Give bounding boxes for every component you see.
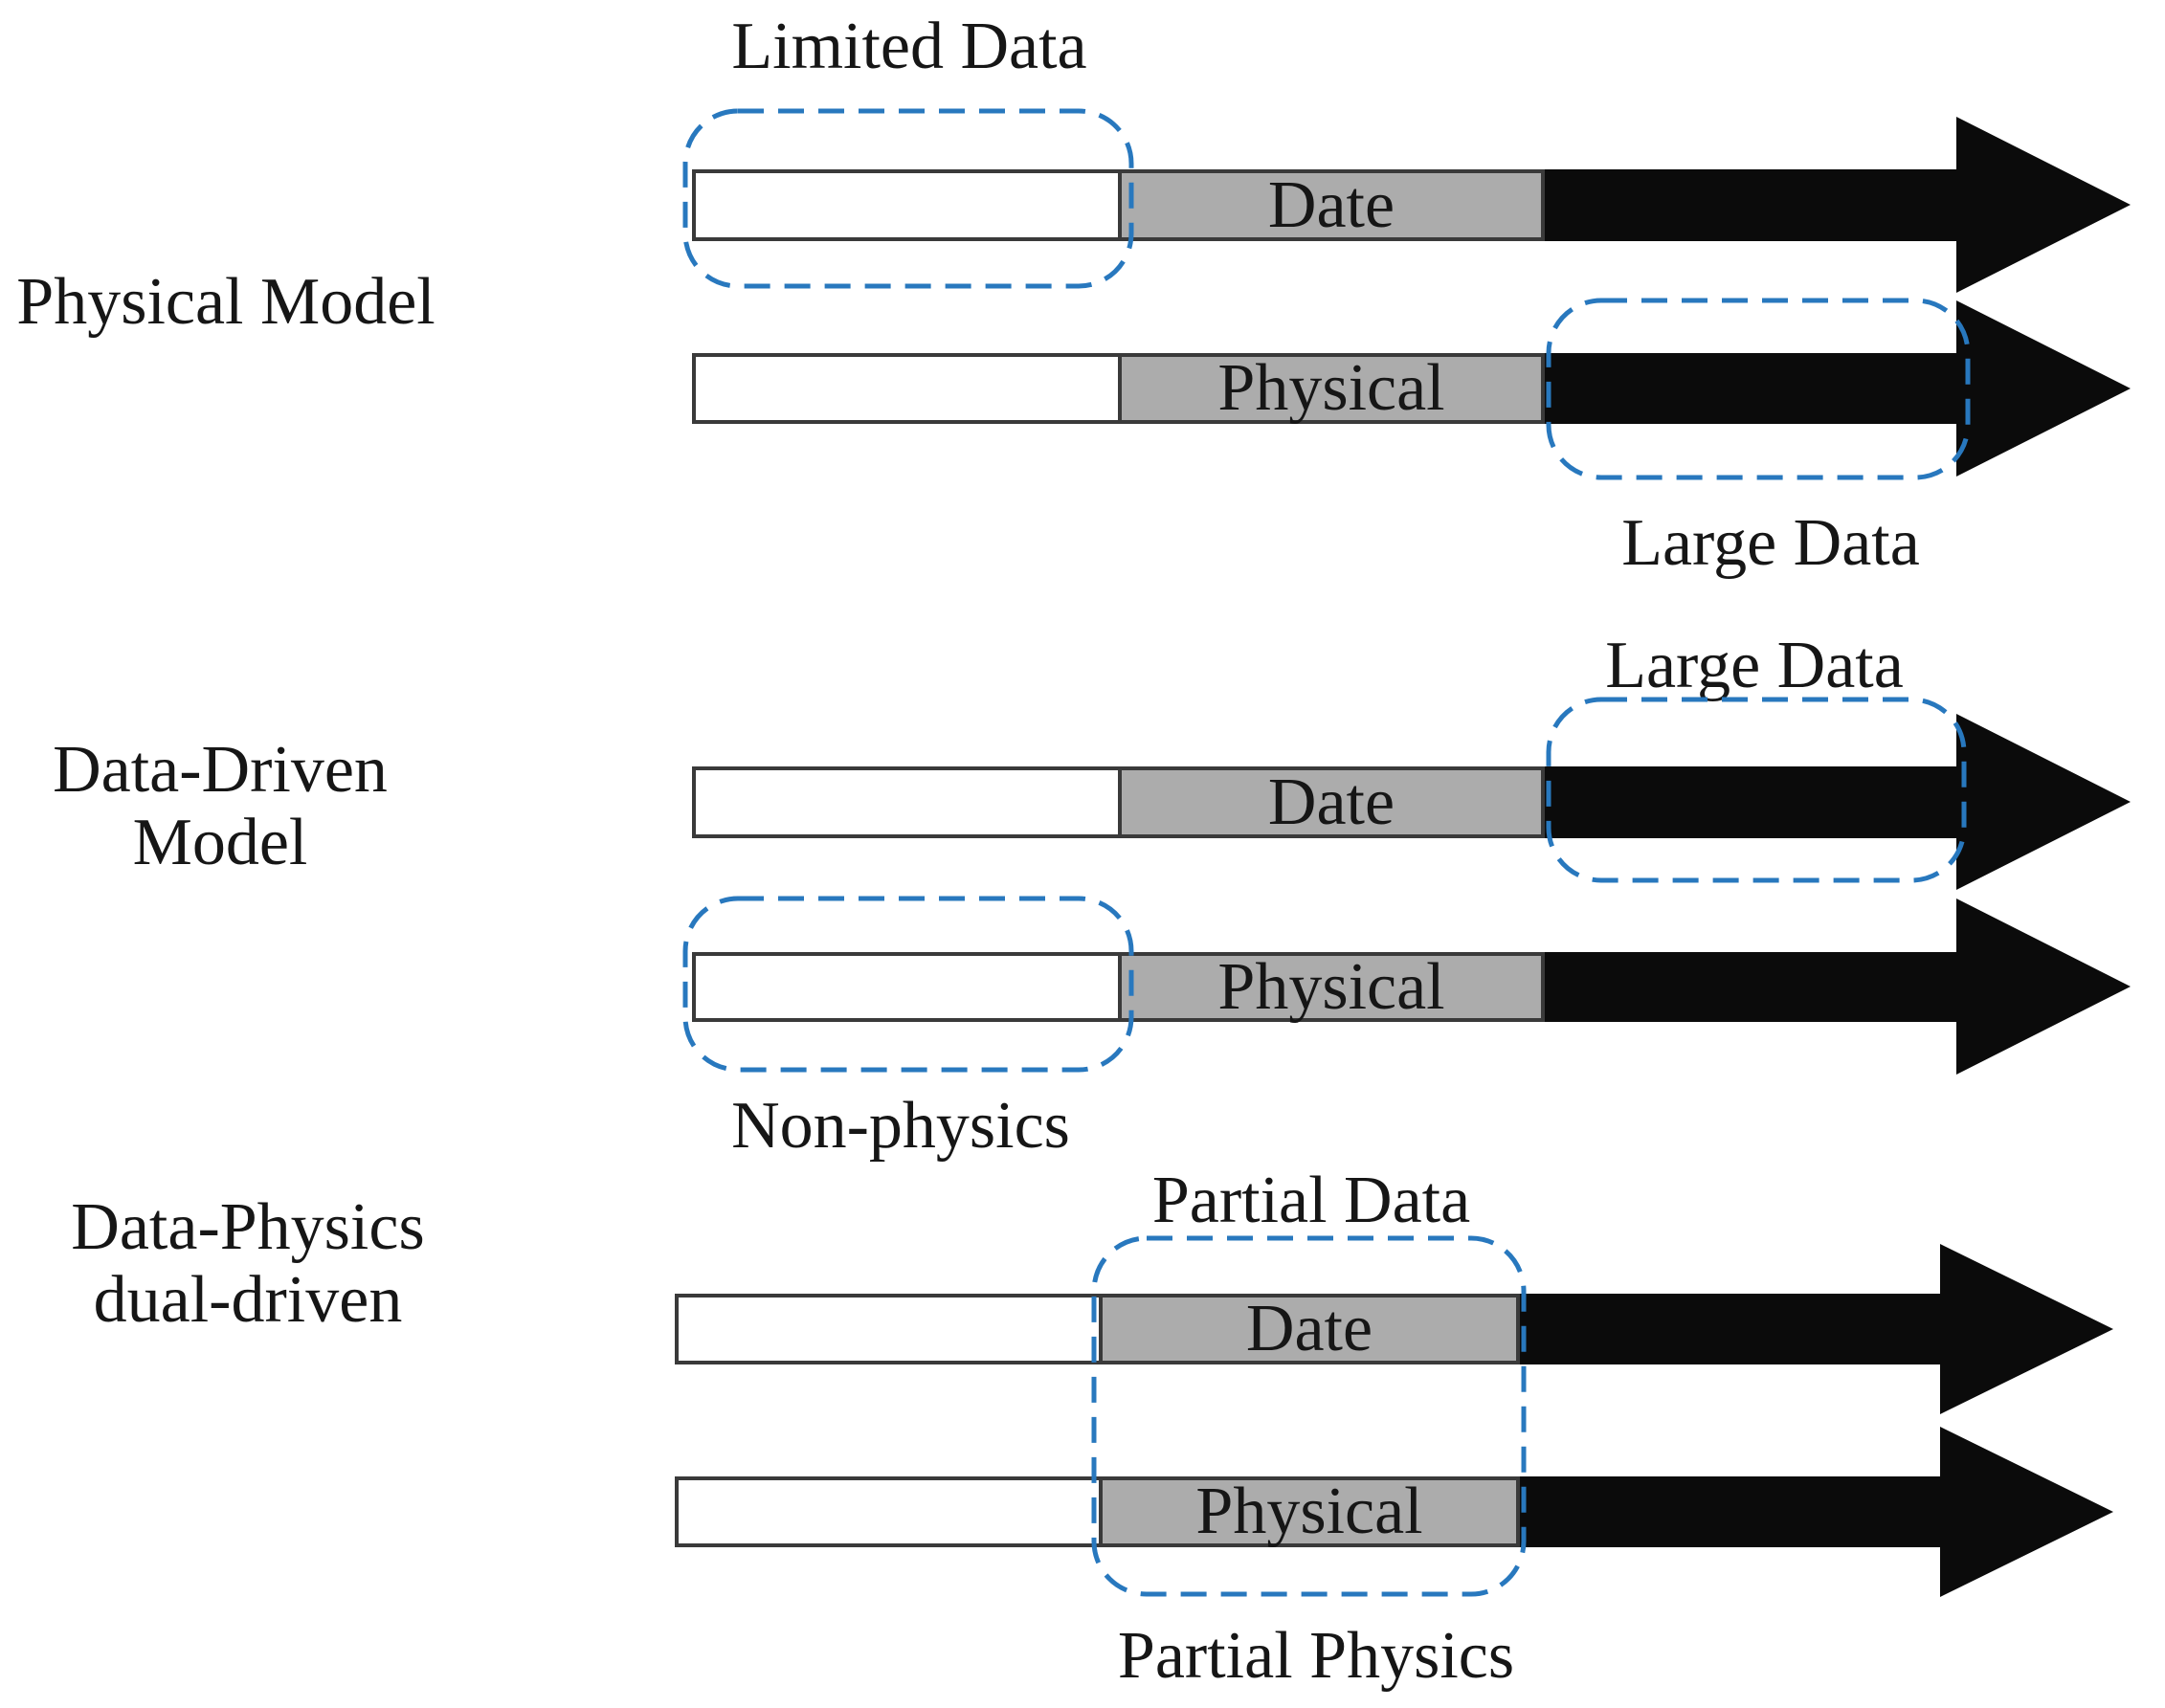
arrow-row-physical-model-physical: Physical — [692, 300, 2131, 477]
segment-black-bar — [1545, 766, 1956, 838]
segment-mid: Date — [1122, 766, 1545, 838]
annotation-large-data-1: Large Data — [1621, 506, 1920, 580]
annotation-non-physics: Non-physics — [731, 1089, 1070, 1163]
segment-mid: Physical — [1122, 353, 1545, 424]
segment-black-bar — [1520, 1476, 1940, 1547]
segment-blank — [692, 766, 1122, 838]
arrowhead-icon — [1940, 1244, 2113, 1414]
annotation-limited-data: Limited Data — [731, 10, 1087, 83]
section-label-data-driven-model: Data-Driven Model — [53, 734, 388, 879]
annotation-partial-physics: Partial Physics — [1117, 1619, 1515, 1693]
section-label-data-physics-dual-driven: Data-Physics dual-driven — [71, 1191, 424, 1337]
segment-mid: Physical — [1122, 952, 1545, 1022]
segment-mid-label: Physical — [1217, 351, 1445, 425]
arrowhead-icon — [1956, 898, 2131, 1075]
arrow-row-dual-driven-date: Date — [675, 1244, 2113, 1414]
segment-mid-label: Date — [1267, 765, 1395, 839]
segment-black-bar — [1545, 952, 1956, 1022]
arrow-row-dual-driven-physical: Physical — [675, 1427, 2113, 1597]
segment-blank — [675, 1476, 1103, 1547]
annotation-partial-data: Partial Data — [1151, 1164, 1471, 1237]
section-label-physical-model: Physical Model — [16, 265, 435, 339]
segment-black-bar — [1545, 169, 1956, 241]
segment-blank — [675, 1294, 1103, 1364]
segment-mid: Date — [1122, 169, 1545, 241]
segment-mid-label: Physical — [1195, 1475, 1423, 1548]
annotation-large-data-2: Large Data — [1605, 629, 1904, 702]
section-label-line2: dual-driven — [93, 1263, 403, 1337]
segment-mid: Date — [1103, 1294, 1520, 1364]
segment-mid: Physical — [1103, 1476, 1520, 1547]
arrow-row-data-driven-physical: Physical — [692, 898, 2131, 1075]
section-label-line1: Data-Physics — [71, 1190, 425, 1264]
segment-black-bar — [1545, 353, 1956, 424]
section-label-line1: Data-Driven — [53, 733, 388, 807]
segment-mid-label: Date — [1267, 167, 1395, 242]
arrowhead-icon — [1956, 117, 2131, 293]
segment-blank — [692, 169, 1122, 241]
arrow-row-data-driven-date: Date — [692, 714, 2131, 890]
segment-blank — [692, 353, 1122, 424]
segment-mid-label: Date — [1245, 1292, 1373, 1365]
segment-black-bar — [1520, 1294, 1940, 1364]
arrowhead-icon — [1940, 1427, 2113, 1597]
arrow-row-physical-model-date: Date — [692, 117, 2131, 293]
arrowhead-icon — [1956, 714, 2131, 890]
section-label-line2: Model — [132, 806, 308, 879]
segment-blank — [692, 952, 1122, 1022]
segment-mid-label: Physical — [1217, 949, 1445, 1024]
arrowhead-icon — [1956, 300, 2131, 477]
